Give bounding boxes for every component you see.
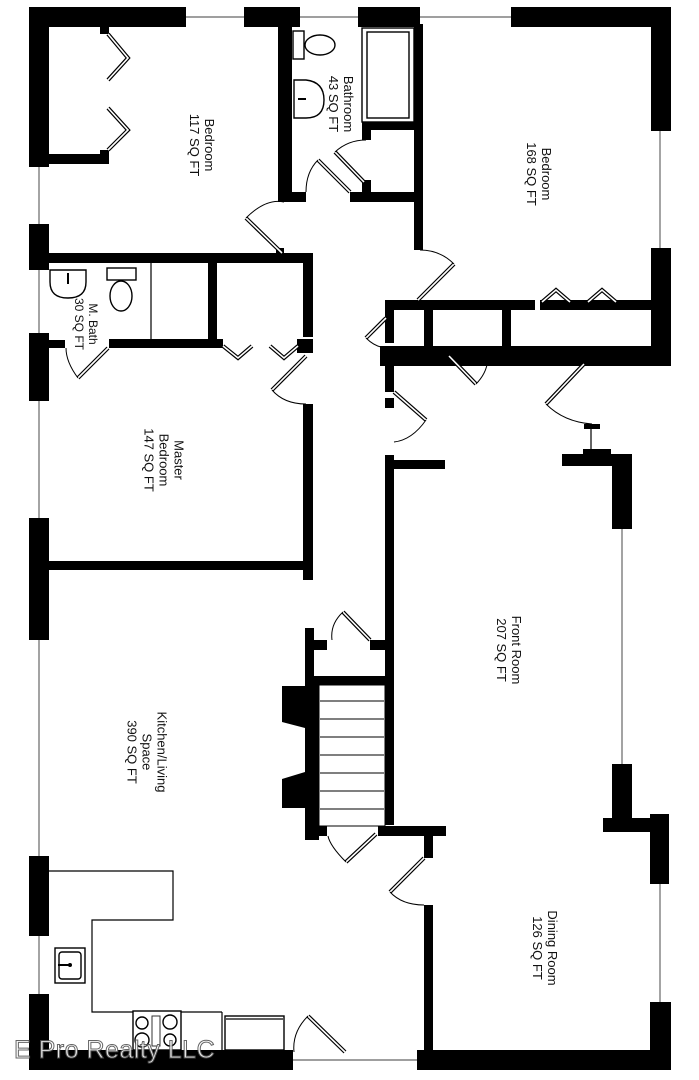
room-name: M. Bath	[86, 303, 100, 345]
room-label-front-room: Front Room 207 SQ FT	[494, 616, 524, 685]
room-area: 117 SQ FT	[187, 113, 202, 177]
room-area: 126 SQ FT	[530, 916, 545, 980]
room-area: 207 SQ FT	[494, 618, 509, 682]
room-area: 390 SQ FT	[124, 720, 140, 784]
room-name: Bedroom	[202, 118, 217, 172]
room-label-bedroom-117: Bedroom 117 SQ FT	[187, 114, 217, 177]
walls	[29, 7, 671, 1070]
room-label-dining-room: Dining Room 126 SQ FT	[530, 910, 560, 985]
room-name: Bathroom	[341, 75, 356, 133]
room-area: 147 SQ FT	[141, 428, 157, 492]
room-name-2: Space	[139, 733, 155, 771]
room-name: Master	[171, 440, 187, 480]
room-label-bedroom-168: Bedroom 168 SQ FT	[524, 142, 554, 206]
interior-walls	[49, 24, 660, 1065]
room-area: 168 SQ FT	[524, 142, 539, 206]
staircase	[318, 684, 386, 827]
room-label-master-bath: M. Bath 30 SQ FT	[72, 298, 100, 350]
room-name: Kitchen/Living	[154, 711, 170, 793]
doors	[65, 32, 618, 1054]
watermark-text: E Pro Realty LLC	[13, 1036, 216, 1065]
room-area: 30 SQ FT	[72, 297, 86, 351]
room-name-2: Bedroom	[156, 433, 172, 487]
room-label-master-bedroom: Master Bedroom 147 SQ FT	[142, 428, 187, 492]
room-name: Bedroom	[539, 147, 554, 201]
room-name: Dining Room	[545, 910, 560, 986]
room-label-bathroom: Bathroom 43 SQ FT	[326, 76, 356, 132]
room-area: 43 SQ FT	[326, 75, 341, 133]
fixtures	[49, 27, 415, 1051]
room-name: Front Room	[509, 615, 524, 685]
room-label-kitchen-living: Kitchen/Living Space 390 SQ FT	[125, 712, 170, 793]
